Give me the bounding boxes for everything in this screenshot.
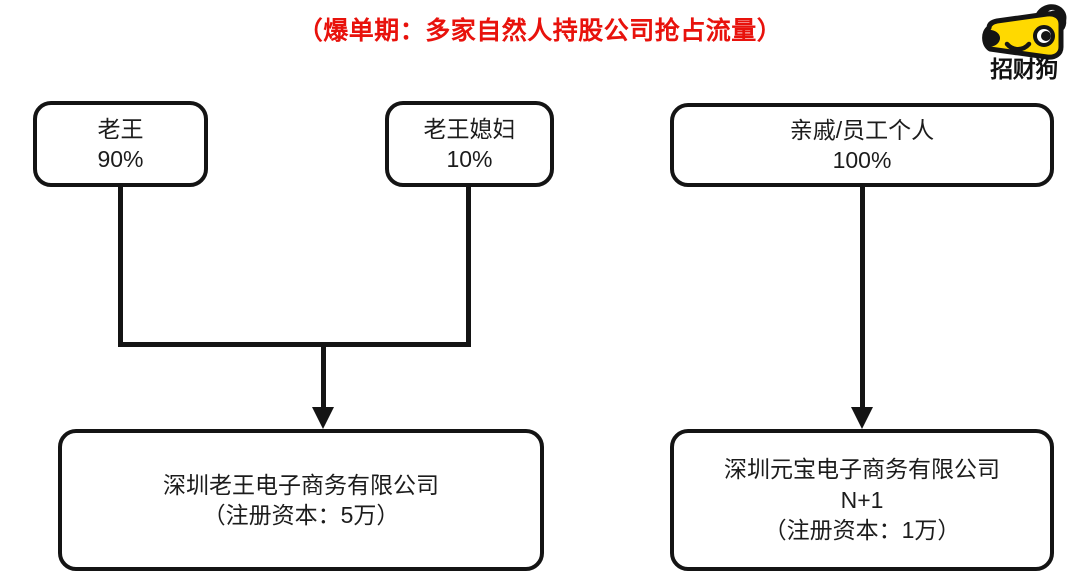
node-laowang-percent: 90% (97, 146, 144, 172)
node-laowang-wife-percent: 10% (446, 146, 493, 172)
node-company-right-name: 深圳元宝电子商务有限公司 (724, 456, 1000, 483)
connector-stem-right (860, 187, 865, 410)
node-relative-employee-name: 亲戚/员工个人 (789, 116, 935, 143)
node-laowang-name: 老王 (97, 115, 144, 142)
node-laowang-wife: 老王媳妇 10% (385, 101, 554, 187)
node-company-right-capital: （注册资本：1万） (763, 517, 961, 544)
connector-stem-left (321, 342, 326, 410)
node-laowang: 老王 90% (33, 101, 208, 187)
page-title: （爆单期：多家自然人持股公司抢占流量） (297, 17, 783, 45)
node-relative-employee: 亲戚/员工个人 100% (670, 103, 1054, 187)
node-company-right: 深圳元宝电子商务有限公司 N+1 （注册资本：1万） (670, 429, 1054, 571)
connector-junction-bar-left (118, 342, 471, 347)
arrow-head-left-icon (312, 407, 334, 429)
node-laowang-wife-name: 老王媳妇 (423, 115, 516, 142)
node-relative-employee-percent: 100% (832, 147, 892, 173)
brand-logo: 招财狗 (973, 2, 1075, 88)
node-company-left-capital: （注册资本：5万） (202, 502, 400, 528)
arrow-head-right-icon (851, 407, 873, 429)
brand-name: 招财狗 (990, 56, 1058, 82)
connector-laowang-drop (118, 187, 123, 347)
node-company-left-name: 深圳老王电子商务有限公司 (163, 471, 439, 498)
connector-laowang-wife-drop (466, 187, 471, 347)
node-company-right-suffix: N+1 (840, 486, 884, 513)
dog-head-icon (982, 4, 1067, 60)
node-company-left: 深圳老王电子商务有限公司 （注册资本：5万） (58, 429, 544, 571)
